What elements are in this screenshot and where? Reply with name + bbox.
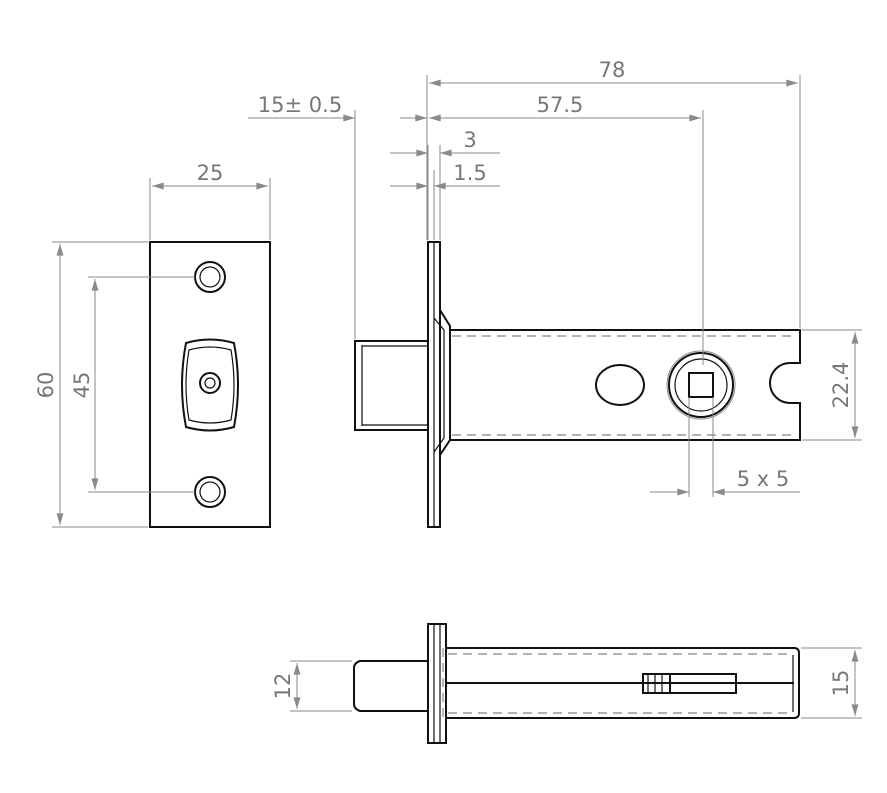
dim-spindle-square: 5 x 5 (650, 397, 800, 497)
dim-overall-length: 78 (426, 58, 801, 328)
dim-case-width: 15 (801, 647, 862, 719)
dim-backset: 57.5 (428, 93, 704, 365)
spindle-square (688, 372, 714, 398)
svg-text:3: 3 (463, 128, 476, 152)
svg-text:12: 12 (271, 673, 295, 700)
svg-text:25: 25 (197, 161, 224, 185)
svg-text:15± 0.5: 15± 0.5 (258, 93, 342, 117)
dim-screw-centres: 45 (70, 276, 195, 493)
latch-case-bottom (446, 647, 800, 719)
dim-faceplate-height: 60 (34, 241, 148, 528)
svg-text:1.5: 1.5 (453, 161, 486, 185)
dim-bolt-thickness: 12 (271, 660, 352, 712)
svg-text:57.5: 57.5 (537, 93, 584, 117)
latch-bottom-view (353, 623, 800, 744)
latch-bolt (354, 340, 429, 431)
svg-text:22.4: 22.4 (829, 362, 853, 409)
dim-case-height: 22.4 (802, 329, 862, 441)
svg-text:78: 78 (599, 58, 626, 82)
faceplate-front-view (149, 241, 271, 528)
dim-faceplate-thickness: 3 (390, 128, 500, 240)
latch-side-view (354, 241, 801, 528)
svg-text:5 x 5: 5 x 5 (737, 467, 790, 491)
svg-text:45: 45 (70, 372, 94, 399)
latch-case (450, 329, 801, 441)
spring-component (642, 673, 737, 694)
dim-bolt-projection: 15± 0.5 (248, 93, 428, 339)
slot-oval (595, 364, 645, 406)
bolt-opening (181, 338, 239, 432)
svg-text:15: 15 (829, 670, 853, 697)
latch-bolt-bottom (353, 660, 428, 712)
spindle-follower (668, 352, 734, 418)
dim-faceplate-width: 25 (149, 161, 271, 240)
dim-plate-offset: 1.5 (390, 161, 500, 190)
svg-text:60: 60 (34, 372, 58, 399)
